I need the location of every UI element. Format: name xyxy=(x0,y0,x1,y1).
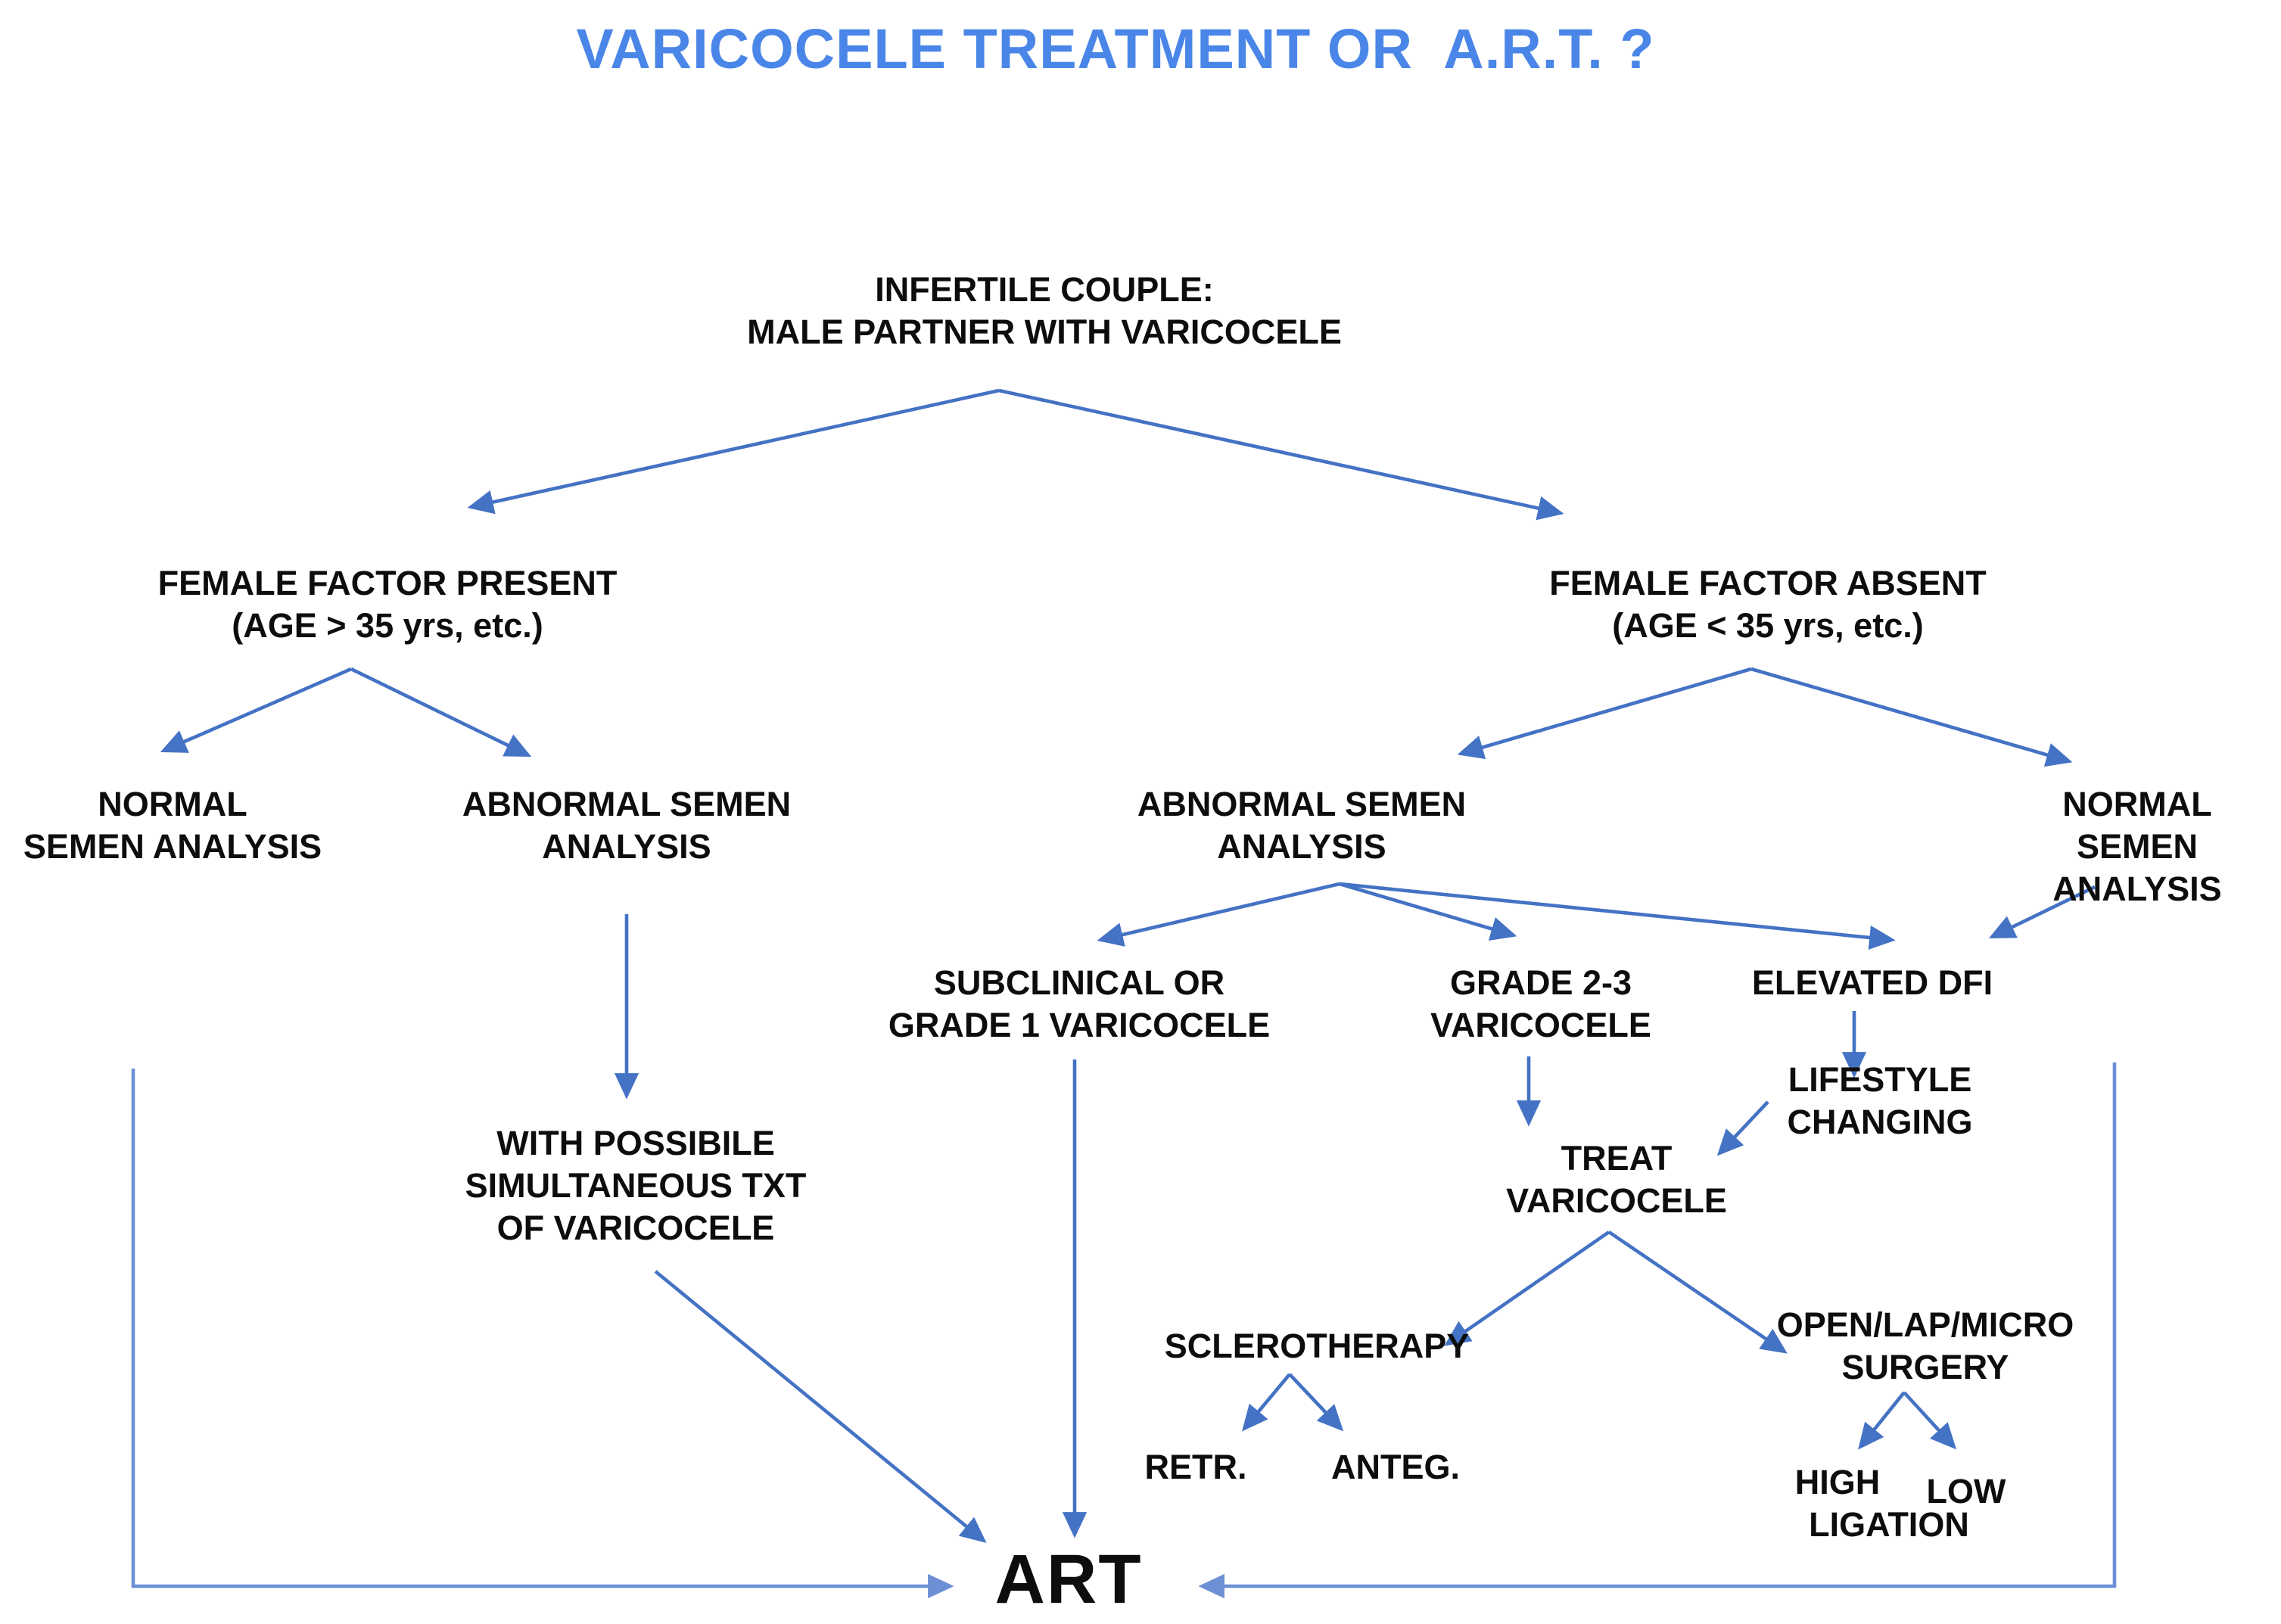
node-subclinical-grade1: SUBCLINICAL OR GRADE 1 VARICOCELE xyxy=(888,964,1271,1044)
node-open-lap-micro-surgery: OPEN/LAP/MICRO SURGERY xyxy=(1776,1306,2074,1386)
node-with-possible-txt: WITH POSSIBILE SIMULTANEOUS TXT OF VARIC… xyxy=(465,1125,807,1247)
node-female-factor-present: FEMALE FACTOR PRESENT (AGE > 35 yrs, etc… xyxy=(157,565,618,645)
arrow-present-to-abnormal-semen xyxy=(350,667,532,758)
node-retrograde: RETR. xyxy=(1144,1448,1247,1486)
arrow-normal-left-to-art xyxy=(131,1069,954,1599)
node-antegrade: ANTEG. xyxy=(1330,1448,1461,1486)
node-high: HIGH xyxy=(1794,1464,1881,1501)
node-grade-2-3: GRADE 2-3 VARICOCELE xyxy=(1430,964,1651,1044)
node-normal-semen-left: NORMAL SEMEN ANALYSIS xyxy=(23,786,322,866)
arrow-root-to-female-absent xyxy=(998,388,1564,521)
arrow-absent-to-abnormal-semen xyxy=(1457,667,1752,760)
arrow-treat-to-sclerotherapy xyxy=(1444,1230,1610,1346)
node-low: LOW xyxy=(1926,1473,2006,1510)
arrow-root-to-female-present xyxy=(467,388,1000,515)
node-normal-semen-right: NORMAL SEMEN ANALYSIS xyxy=(2052,786,2222,908)
arrow-sclero-to-retr xyxy=(1242,1373,1291,1432)
arrow-sclero-to-anteg xyxy=(1288,1373,1344,1432)
node-treat-varicocele: TREAT VARICOCELE xyxy=(1506,1140,1727,1220)
arrow-abnormal-to-grade23 xyxy=(1339,882,1517,941)
node-ligation: LIGATION xyxy=(1809,1506,1969,1544)
arrow-lifestyle-to-treat xyxy=(1716,1100,1769,1156)
node-elevated-dfi: ELEVATED DFI xyxy=(1751,964,1993,1002)
node-abnormal-semen-left: ABNORMAL SEMEN ANALYSIS xyxy=(462,786,792,866)
figure-title: VARICOCELE TREATMENT OR A.R.T. ? xyxy=(576,18,1655,80)
arrow-surgery-to-high-ligation xyxy=(1858,1391,1906,1450)
arrow-normal-to-elevated-dfi xyxy=(1988,885,2096,939)
arrow-present-to-normal-semen xyxy=(160,667,352,753)
arrow-abnormal-to-elevated-dfi xyxy=(1339,882,1896,950)
node-sclerotherapy: SCLEROTHERAPY xyxy=(1164,1327,1470,1365)
arrow-txt-to-art xyxy=(654,1270,987,1543)
arrow-surgery-to-low-ligation xyxy=(1903,1391,1957,1450)
node-art: ART xyxy=(994,1539,1143,1618)
arrow-absent-to-normal-semen xyxy=(1750,667,2073,767)
arrow-abnormal-to-subclinical xyxy=(1097,882,1340,947)
arrow-normal-right-to-art xyxy=(1198,1062,2117,1599)
node-abnormal-semen-right: ABNORMAL SEMEN ANALYSIS xyxy=(1137,786,1467,866)
node-infertile-couple: INFERTILE COUPLE: MALE PARTNER WITH VARI… xyxy=(747,271,1342,351)
arrow-treat-to-surgery xyxy=(1607,1230,1788,1354)
node-lifestyle-changing: LIFESTYLE CHANGING xyxy=(1787,1061,1973,1141)
node-female-factor-absent: FEMALE FACTOR ABSENT (AGE < 35 yrs, etc.… xyxy=(1549,565,1987,645)
